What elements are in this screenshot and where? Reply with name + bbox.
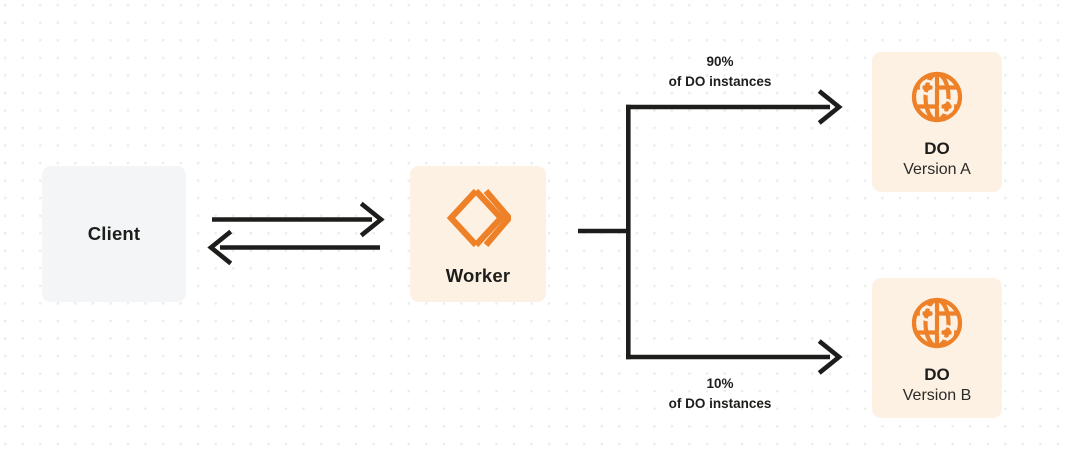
node-do-version-b-sublabel: Version B [902,386,972,404]
node-do-version-b-label: DO [924,365,950,385]
edge-client-to-worker [212,201,385,238]
node-do-version-b[interactable]: DO Version B [872,278,1002,418]
edge-label-do-a: 90% of DO instances [592,52,848,91]
node-client-label: Client [87,223,141,245]
cloudflare-workers-icon [445,187,514,249]
edge-label-do-b: 10% of DO instances [592,374,848,413]
node-client[interactable]: Client [42,166,186,302]
globe-icon [907,67,967,127]
edge-label-do-b-percent: 10% [706,376,734,391]
node-worker-label: Worker [445,265,511,287]
edge-label-do-a-percent: 90% [706,54,734,69]
node-do-version-a-sublabel: Version A [903,160,971,178]
edge-label-do-b-caption: of DO instances [668,395,772,411]
node-worker[interactable]: Worker [410,166,546,302]
edge-label-do-a-caption: of DO instances [668,73,772,89]
edge-worker-to-do-b [626,339,843,375]
globe-icon [907,293,967,353]
edge-worker-to-do-a [626,89,843,125]
edge-worker-to-client [207,229,380,266]
node-do-version-a-label: DO [924,139,950,159]
node-do-version-a[interactable]: DO Version A [872,52,1002,192]
